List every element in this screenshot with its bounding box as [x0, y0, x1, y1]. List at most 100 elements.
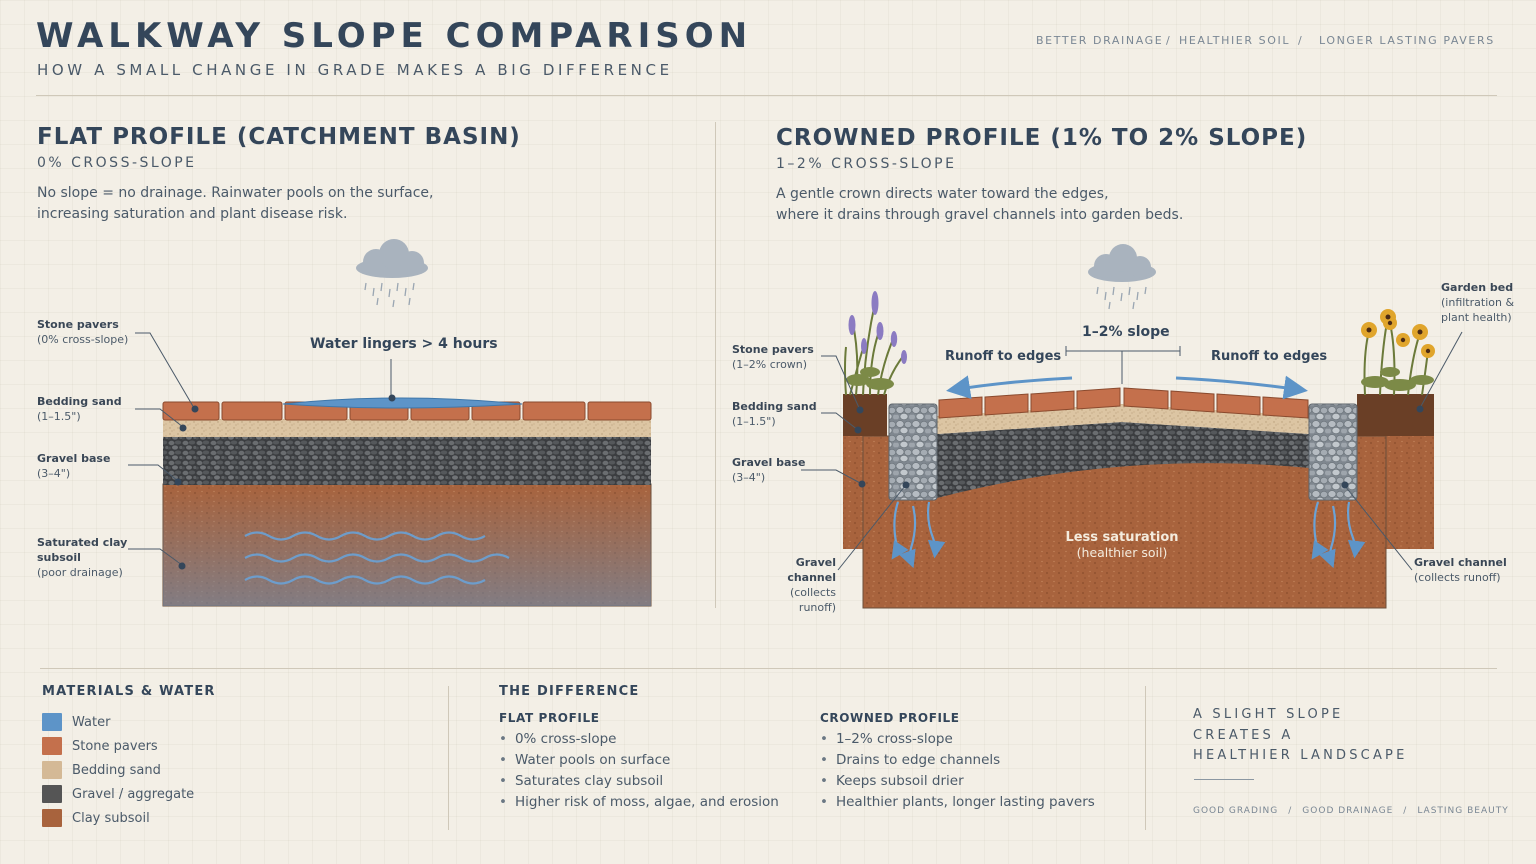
legend-swatch — [42, 785, 62, 803]
bottom-divider-2 — [1145, 686, 1146, 830]
difference-crowned-list: 1–2% cross-slope Drains to edge channels… — [820, 729, 1120, 813]
soil-callout-note: (healthier soil) — [1076, 545, 1168, 560]
list-item: Healthier plants, longer lasting pavers — [820, 792, 1120, 813]
crowned-desc-line: A gentle crown directs water toward the … — [776, 186, 1109, 202]
list-item: 1–2% cross-slope — [820, 729, 1120, 750]
legend-label: Stone pavers — [72, 738, 158, 754]
label-note: (infiltration & — [1441, 296, 1515, 309]
saturation-wave-lines — [244, 531, 510, 585]
label-note: (1–1.5") — [732, 415, 776, 428]
header-tag-drainage: BETTER DRAINAGE — [1036, 34, 1164, 47]
black-eyed-susan-plant-icon — [1361, 309, 1435, 396]
label-title: Garden bed — [1441, 281, 1514, 294]
label-title: Gravel channel — [1414, 556, 1507, 569]
list-item: Water pools on surface — [499, 750, 799, 771]
drainage-arrows — [891, 501, 1366, 569]
crowned-desc-line: where it drains through gravel channels … — [776, 207, 1184, 223]
lavender-plant-icon — [844, 291, 907, 396]
left-gravel-channel — [888, 403, 938, 501]
section-divider — [715, 122, 716, 608]
flat-label-gravel: Gravel base (3–4") — [37, 451, 110, 481]
label-note: (0% cross-slope) — [37, 333, 129, 346]
crowned-pavers — [938, 387, 1309, 419]
flat-leader-dots — [174, 394, 396, 570]
legend-swatch — [42, 713, 62, 731]
difference-crowned-title: CROWNED PROFILE — [820, 711, 960, 725]
label-note: (1–1.5") — [37, 410, 81, 423]
header-divider — [36, 95, 1497, 96]
closing-tag: GOOD DRAINAGE — [1302, 806, 1394, 816]
header-tag-soil: HEALTHIER SOIL — [1179, 34, 1291, 47]
soil-callout-title: Less saturation — [1065, 530, 1179, 545]
closing-line: A SLIGHT SLOPE — [1193, 707, 1344, 722]
bottom-divider-1 — [448, 686, 449, 830]
crowned-rain-cloud-icon — [1088, 244, 1156, 310]
legend-swatch — [42, 761, 62, 779]
difference-crowned: CROWNED PROFILE 1–2% cross-slope Drains … — [820, 711, 1120, 813]
crowned-label-channel-right: Gravel channel (collects runoff) — [1414, 555, 1507, 585]
runoff-right-label: Runoff to edges — [1211, 349, 1328, 364]
closing-tags: GOOD GRADING / GOOD DRAINAGE / LASTING B… — [1193, 806, 1509, 816]
crowned-leader-dots — [854, 405, 1424, 489]
header-tag-pavers: LONGER LASTING PAVERS — [1319, 34, 1495, 47]
label-title: Bedding sand — [37, 395, 122, 408]
label-title: Bedding sand — [732, 400, 817, 413]
label-note: (poor drainage) — [37, 566, 123, 579]
legend-title: MATERIALS & WATER — [42, 684, 216, 699]
difference-flat-title: FLAT PROFILE — [499, 711, 600, 725]
label-title: subsoil — [37, 551, 81, 564]
runoff-left-label: Runoff to edges — [945, 349, 1062, 364]
flat-rain-cloud-icon — [356, 239, 428, 308]
label-title: Stone pavers — [732, 343, 814, 356]
list-item: Higher risk of moss, algae, and erosion — [499, 792, 799, 813]
bottom-divider — [40, 668, 1497, 669]
pooled-water — [282, 397, 523, 409]
legend-label: Water — [72, 714, 111, 730]
page-title: WALKWAY SLOPE COMPARISON — [36, 16, 753, 56]
list-item: Keeps subsoil drier — [820, 771, 1120, 792]
right-gravel-channel — [1308, 403, 1358, 501]
closing-message: A SLIGHT SLOPE CREATES A HEALTHIER LANDS… — [1193, 705, 1408, 767]
header-tag-sep: / — [1298, 34, 1304, 47]
flat-label-sand: Bedding sand (1–1.5") — [37, 394, 122, 424]
closing-tag: LASTING BEAUTY — [1417, 806, 1509, 816]
label-note: plant health) — [1441, 311, 1512, 324]
flat-water-callout: Water lingers > 4 hours — [310, 336, 498, 352]
legend-item: Water — [42, 710, 422, 734]
legend-item: Bedding sand — [42, 758, 422, 782]
label-title: Gravel base — [37, 452, 111, 465]
legend-swatch — [42, 809, 62, 827]
label-title: Gravel channel — [787, 556, 836, 584]
crowned-label-channel-left: Gravel channel (collects runoff) — [752, 555, 836, 615]
label-note: (collects runoff) — [789, 586, 836, 614]
legend-label: Bedding sand — [72, 762, 161, 778]
legend-item: Stone pavers — [42, 734, 422, 758]
crowned-label-gravel: Gravel base (3–4") — [732, 455, 805, 485]
list-item: 0% cross-slope — [499, 729, 799, 750]
list-item: Saturates clay subsoil — [499, 771, 799, 792]
closing-tag-sep: / — [1403, 806, 1408, 816]
flat-label-clay: Saturated clay subsoil (poor drainage) — [37, 535, 127, 580]
legend-label: Clay subsoil — [72, 810, 150, 826]
header-tag-sep: / — [1166, 34, 1172, 47]
flat-desc-line: increasing saturation and plant disease … — [37, 206, 348, 222]
label-title: Stone pavers — [37, 318, 119, 331]
crowned-label-pavers: Stone pavers (1–2% crown) — [732, 342, 814, 372]
difference-flat-list: 0% cross-slope Water pools on surface Sa… — [499, 729, 799, 813]
flat-subtitle: 0% CROSS-SLOPE — [37, 155, 197, 171]
crowned-label-sand: Bedding sand (1–1.5") — [732, 399, 817, 429]
flat-desc-line: No slope = no drainage. Rainwater pools … — [37, 185, 434, 201]
crowned-subtitle: 1–2% CROSS-SLOPE — [776, 156, 957, 172]
label-note: (collects runoff) — [1414, 571, 1501, 584]
flat-description: No slope = no drainage. Rainwater pools … — [37, 183, 497, 225]
crowned-label-garden: Garden bed (infiltration & plant health) — [1441, 280, 1514, 325]
difference-flat: FLAT PROFILE 0% cross-slope Water pools … — [499, 711, 799, 813]
flat-title: FLAT PROFILE (CATCHMENT BASIN) — [37, 124, 521, 150]
flat-label-pavers: Stone pavers (0% cross-slope) — [37, 317, 128, 347]
label-note: (1–2% crown) — [732, 358, 808, 371]
crowned-title: CROWNED PROFILE (1% TO 2% SLOPE) — [776, 125, 1308, 151]
crowned-description: A gentle crown directs water toward the … — [776, 184, 1236, 226]
